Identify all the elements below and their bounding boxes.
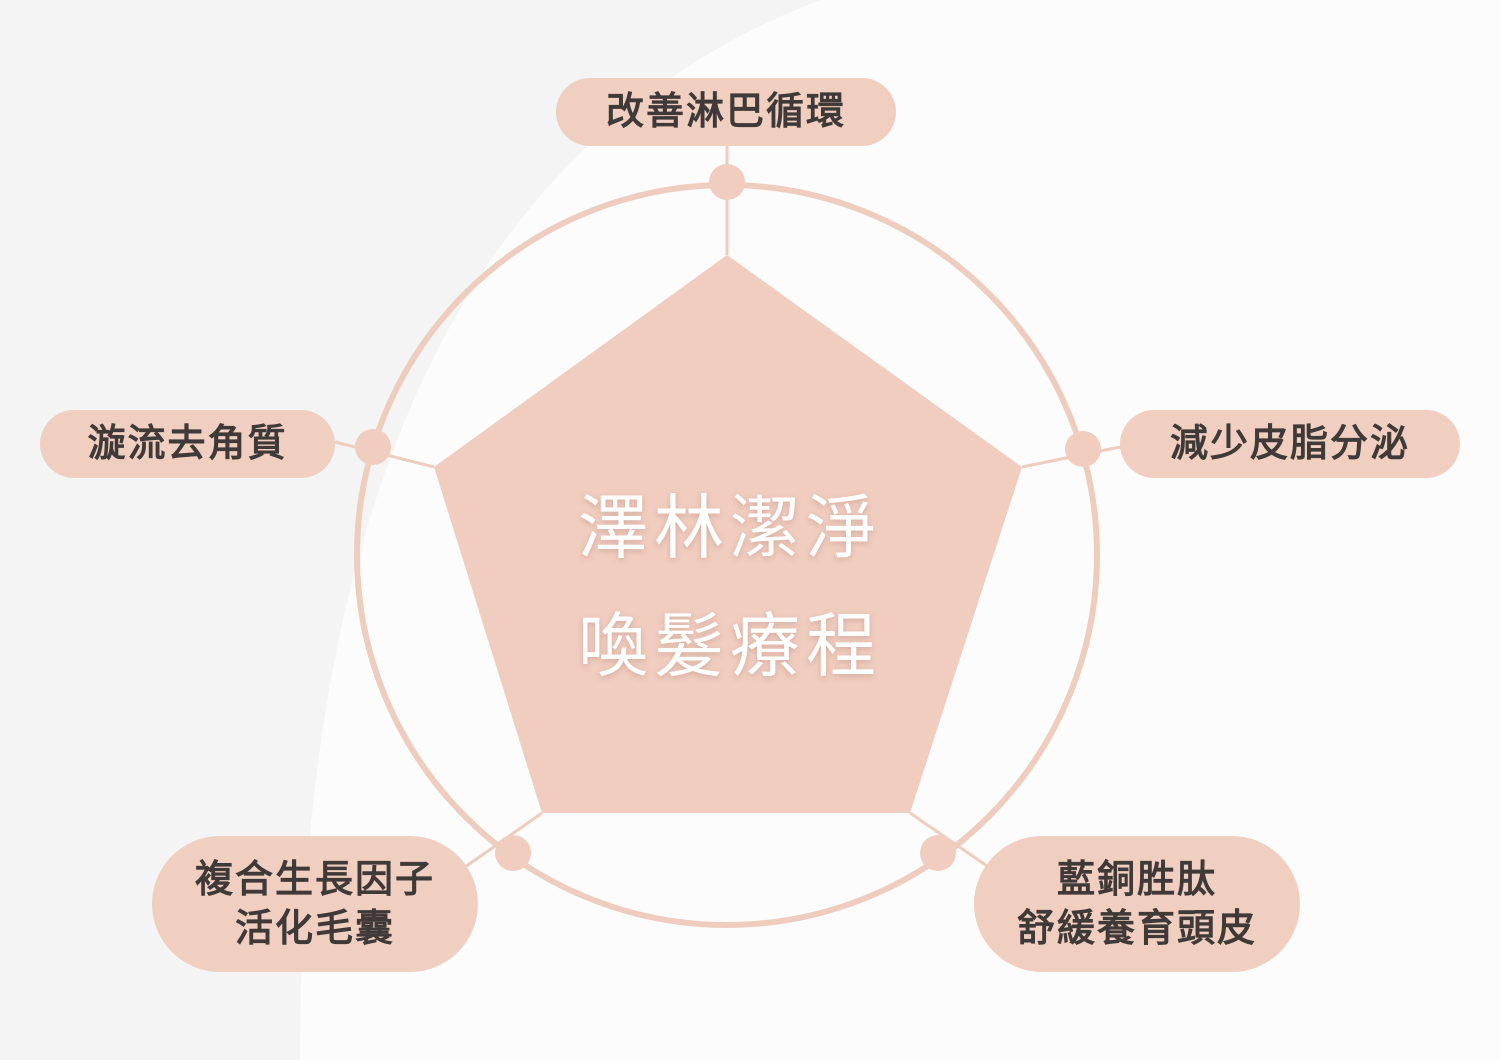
node-dot-bottom-right bbox=[920, 835, 956, 871]
node-dot-bottom-left bbox=[495, 835, 531, 871]
label-bottom-left-line2: 活化毛囊 bbox=[234, 906, 395, 950]
label-bottom-right-line2: 舒緩養育頭皮 bbox=[1016, 906, 1257, 950]
label-top-text: 改善淋巴循環 bbox=[605, 89, 846, 134]
label-bottom-right-line1: 藍銅胜肽 bbox=[1056, 856, 1217, 901]
label-right-text: 減少皮脂分泌 bbox=[1169, 421, 1410, 466]
label-bottom-left-line1: 複合生長因子 bbox=[194, 856, 435, 901]
center-pentagon bbox=[434, 255, 1022, 813]
label-bottom-right: 藍銅胜肽 舒緩養育頭皮 bbox=[974, 836, 1300, 972]
label-bottom-left: 複合生長因子 活化毛囊 bbox=[152, 836, 478, 972]
node-dot-left bbox=[355, 429, 391, 465]
node-dot-right bbox=[1065, 431, 1101, 467]
label-left-text: 漩流去角質 bbox=[87, 421, 288, 466]
center-title-line2: 喚髮療程 bbox=[578, 604, 882, 687]
center-title-line1: 澤林潔淨 bbox=[578, 487, 882, 569]
node-dot-top bbox=[709, 164, 745, 200]
label-top: 改善淋巴循環 bbox=[556, 78, 896, 146]
label-right: 減少皮脂分泌 bbox=[1120, 410, 1460, 478]
center-title: 澤林潔淨 喚髮療程 bbox=[500, 470, 960, 705]
label-left: 漩流去角質 bbox=[40, 410, 335, 478]
